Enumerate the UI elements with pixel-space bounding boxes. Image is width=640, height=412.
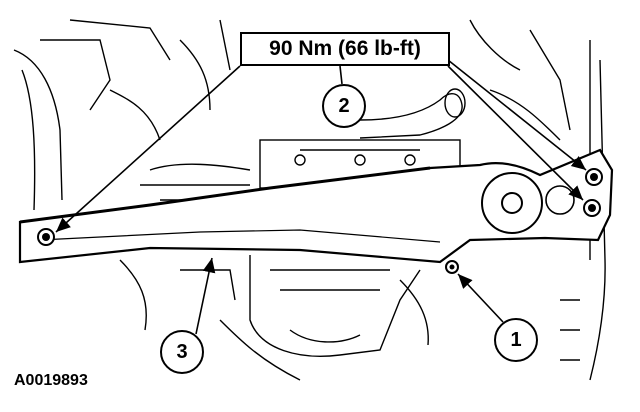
- leader-torque-left: [55, 65, 241, 233]
- leader-torque-right-lower: [447, 65, 584, 201]
- crossmember-bolts: [37, 168, 603, 274]
- leader-callout-3: [195, 257, 216, 335]
- figure-id: A0019893: [14, 372, 88, 389]
- crossmember: [18, 148, 614, 264]
- torque-spec-label: 90 Nm (66 lb-ft): [240, 32, 450, 66]
- bolt-right-upper: [585, 168, 603, 186]
- leader-callout-2: [339, 65, 343, 85]
- leader-lines: [55, 59, 587, 335]
- leader-torque-right-upper: [447, 59, 587, 171]
- bolt-right-lower: [583, 199, 601, 217]
- callout-3: 3: [160, 330, 204, 374]
- bolt-left: [37, 228, 55, 246]
- nut-1: [445, 260, 459, 274]
- callout-1: 1: [494, 318, 538, 362]
- leader-callout-1: [457, 273, 504, 323]
- callout-2: 2: [322, 84, 366, 128]
